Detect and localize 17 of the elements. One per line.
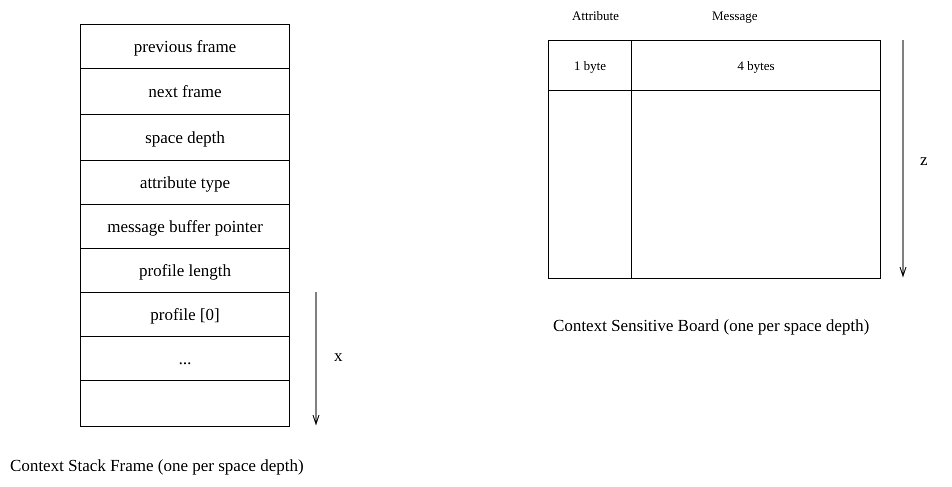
axis-label: x [334, 346, 342, 366]
column-header: Message [712, 8, 758, 24]
caption: Context Sensitive Board (one per space depth) [553, 316, 870, 336]
memory-field-cell: space depth [80, 114, 290, 161]
memory-field-cell: profile length [80, 248, 290, 293]
axis-label: z [920, 150, 928, 170]
empty-memory-cell [80, 380, 290, 427]
memory-field-cell: 4 bytes [631, 40, 881, 91]
memory-field-cell: message buffer pointer [80, 204, 290, 249]
column-header: Attribute [572, 8, 619, 24]
caption: Context Stack Frame (one per space depth) [10, 456, 304, 476]
memory-field-cell: profile [0] [80, 292, 290, 337]
memory-field-cell: 1 byte [548, 40, 632, 91]
memory-field-cell: ... [80, 336, 290, 381]
memory-field-cell: attribute type [80, 160, 290, 205]
memory-field-cell: next frame [80, 68, 290, 115]
memory-field-cell: previous frame [80, 24, 290, 69]
